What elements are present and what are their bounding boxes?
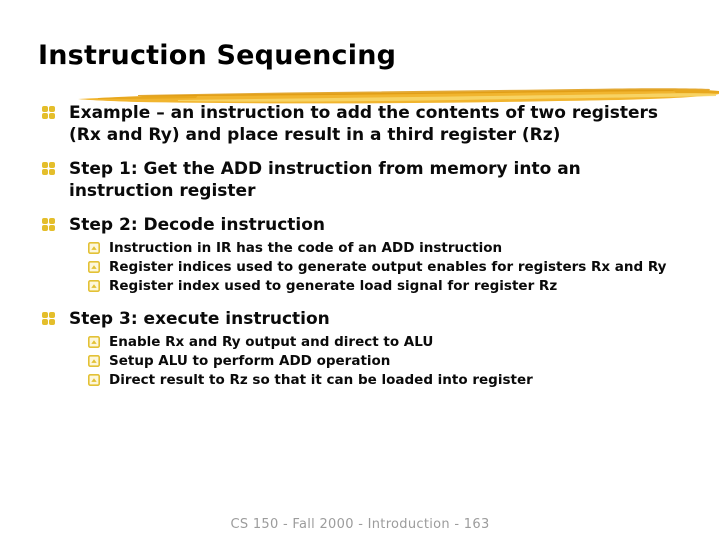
bullet-text: Step 1: Get the ADD instruction from mem… [69,158,581,202]
bullet-line: Example – an instruction to add the cont… [69,103,659,123]
bullet-group-step2: Step 2: Decode instruction Instruction i… [40,214,712,296]
sub-bullet-text: Enable Rx and Ry output and direct to AL… [109,334,434,350]
sub-bullet-item: Register index used to generate load sig… [88,277,712,296]
arrow-square-bullet-icon [88,374,100,386]
slide-body: Example – an instruction to add the cont… [40,102,712,402]
bullet-line: Step 1: Get the ADD instruction from mem… [69,159,581,179]
bullet-text: Example – an instruction to add the cont… [69,102,658,146]
sub-bullet-item: Enable Rx and Ry output and direct to AL… [88,333,712,352]
bullet-line: (Rx and Ry) and place result in a third … [69,125,561,145]
arrow-square-bullet-icon [88,242,100,254]
sub-bullet-item: Setup ALU to perform ADD operation [88,352,712,371]
command-flower-bullet-icon [42,106,55,119]
bullet-line: Step 2: Decode instruction [69,215,326,235]
sub-bullet-list: Enable Rx and Ry output and direct to AL… [88,333,712,390]
sub-bullet-text: Instruction in IR has the code of an ADD… [109,240,503,256]
command-flower-bullet-icon [42,312,55,325]
arrow-square-bullet-icon [88,261,100,273]
bullet-item: Step 1: Get the ADD instruction from mem… [40,158,712,202]
bullet-item: Step 2: Decode instruction [40,214,712,236]
command-flower-bullet-icon [42,218,55,231]
slide-title: Instruction Sequencing [38,40,397,71]
brush-underline-decoration [78,81,720,111]
bullet-group-example: Example – an instruction to add the cont… [40,102,712,146]
bullet-line: instruction register [69,181,256,201]
sub-bullet-text: Direct result to Rz so that it can be lo… [109,372,533,388]
bullet-group-step3: Step 3: execute instruction Enable Rx an… [40,308,712,390]
sub-bullet-text: Register indices used to generate output… [109,259,667,275]
arrow-square-bullet-icon [88,280,100,292]
bullet-text: Step 2: Decode instruction [69,214,325,236]
bullet-item: Step 3: execute instruction [40,308,712,330]
sub-bullet-item: Direct result to Rz so that it can be lo… [88,371,712,390]
bullet-group-step1: Step 1: Get the ADD instruction from mem… [40,158,712,202]
sub-bullet-list: Instruction in IR has the code of an ADD… [88,239,712,296]
bullet-text: Step 3: execute instruction [69,308,330,330]
sub-bullet-text: Register index used to generate load sig… [109,278,558,294]
sub-bullet-text: Setup ALU to perform ADD operation [109,353,391,369]
sub-bullet-item: Register indices used to generate output… [88,258,712,277]
command-flower-bullet-icon [42,162,55,175]
bullet-item: Example – an instruction to add the cont… [40,102,712,146]
brush-stroke-graphic [78,88,719,104]
slide-footer: CS 150 - Fall 2000 - Introduction - 163 [230,517,490,532]
bullet-line: Step 3: execute instruction [69,309,330,329]
sub-bullet-item: Instruction in IR has the code of an ADD… [88,239,712,258]
arrow-square-bullet-icon [88,336,100,348]
arrow-square-bullet-icon [88,355,100,367]
